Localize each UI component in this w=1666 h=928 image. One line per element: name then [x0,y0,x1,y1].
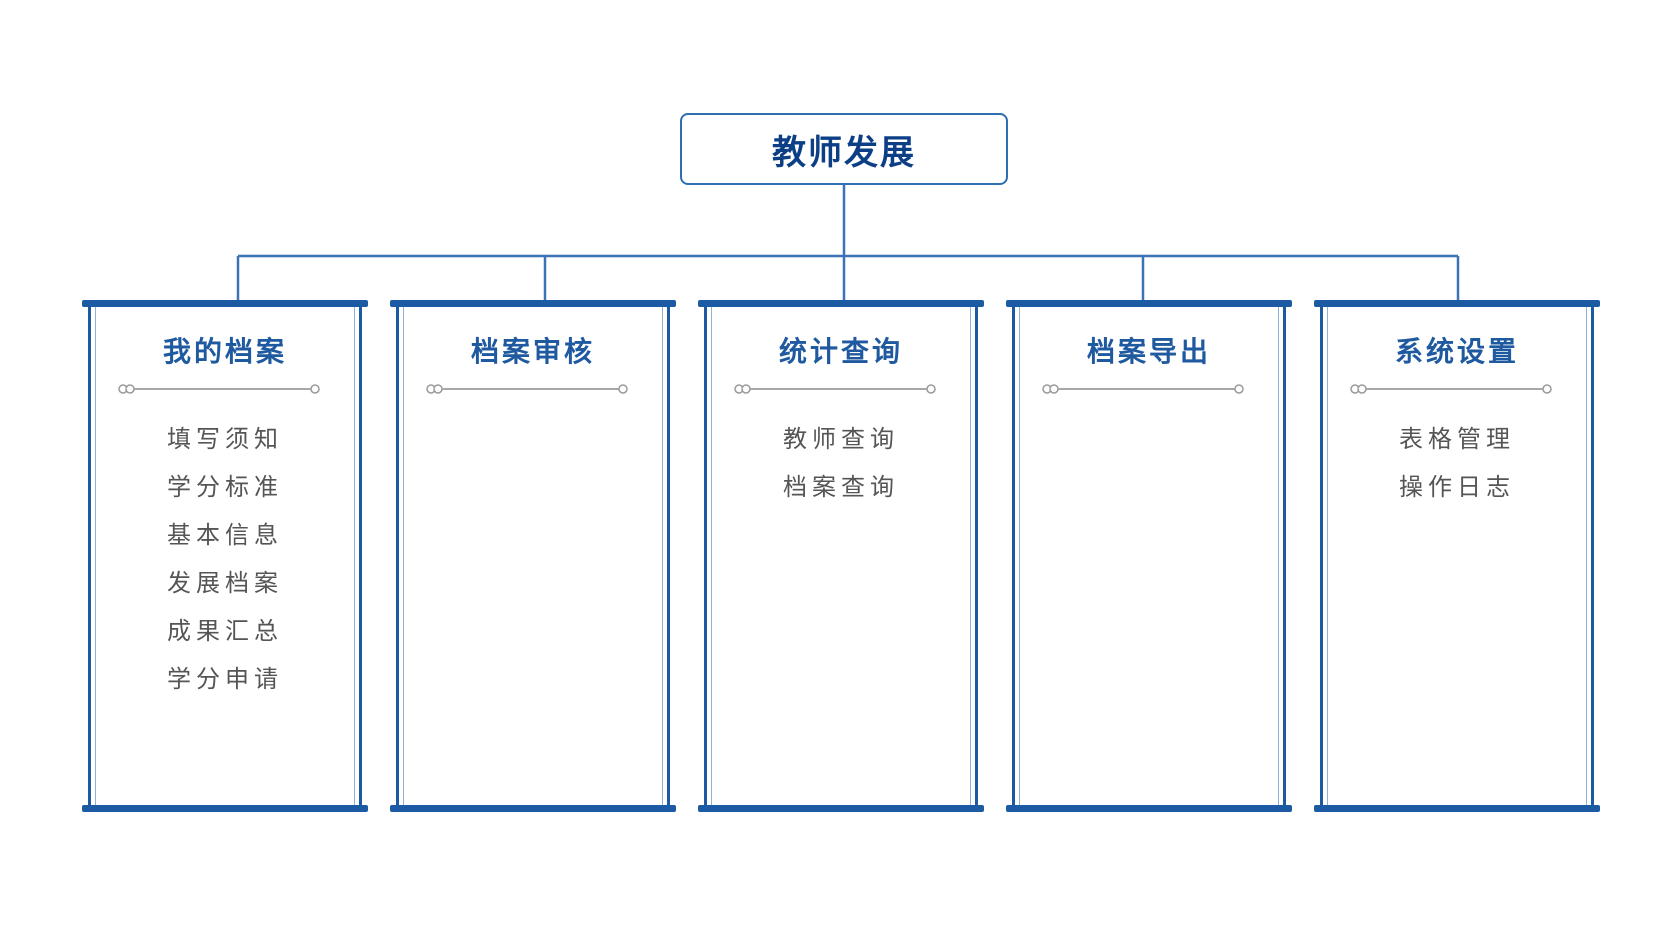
module-archive-export[interactable]: 档案导出 [1006,300,1292,812]
root-node[interactable]: 教师发展 [680,113,1008,185]
module-title: 我的档案 [162,335,287,368]
module-archive-review[interactable]: 档案审核 [390,300,676,812]
module-item-list: 表格管理 操作日志 [1314,415,1600,511]
module-title: 档案审核 [470,335,595,368]
menu-item[interactable]: 成果汇总 [167,617,283,645]
module-my-archive[interactable]: 我的档案 填写须知 学分标准 基本信息 发展档案 成果汇总 学分申请 [82,300,368,812]
menu-item[interactable]: 基本信息 [167,521,283,549]
divider-ornament [426,384,628,394]
menu-item[interactable]: 操作日志 [1399,473,1515,501]
menu-item[interactable]: 档案查询 [783,473,899,501]
scroll-rod-top [1314,300,1600,307]
scroll-rod-bottom [390,805,676,812]
divider-ornament [734,384,936,394]
menu-item[interactable]: 学分标准 [167,473,283,501]
module-title: 系统设置 [1394,335,1519,368]
module-item-list: 教师查询 档案查询 [698,415,984,511]
menu-item[interactable]: 发展档案 [167,569,283,597]
menu-item[interactable]: 教师查询 [783,425,899,453]
scroll-rod-bottom [1314,805,1600,812]
scroll-rod-bottom [1006,805,1292,812]
divider-ornament [1042,384,1244,394]
module-title: 档案导出 [1086,335,1211,368]
root-label: 教师发展 [772,132,916,173]
menu-item[interactable]: 表格管理 [1399,425,1515,453]
scroll-rod-bottom [82,805,368,812]
divider-ornament [1350,384,1552,394]
module-item-list: 填写须知 学分标准 基本信息 发展档案 成果汇总 学分申请 [82,415,368,703]
divider-ornament [118,384,320,394]
scroll-rod-top [82,300,368,307]
menu-item[interactable]: 学分申请 [167,665,283,693]
scroll-rod-bottom [698,805,984,812]
module-title: 统计查询 [778,335,903,368]
scroll-rod-top [1006,300,1292,307]
module-system-settings[interactable]: 系统设置 表格管理 操作日志 [1314,300,1600,812]
module-statistics-query[interactable]: 统计查询 教师查询 档案查询 [698,300,984,812]
menu-item[interactable]: 填写须知 [167,425,283,453]
scroll-rod-top [390,300,676,307]
scroll-rod-top [698,300,984,307]
